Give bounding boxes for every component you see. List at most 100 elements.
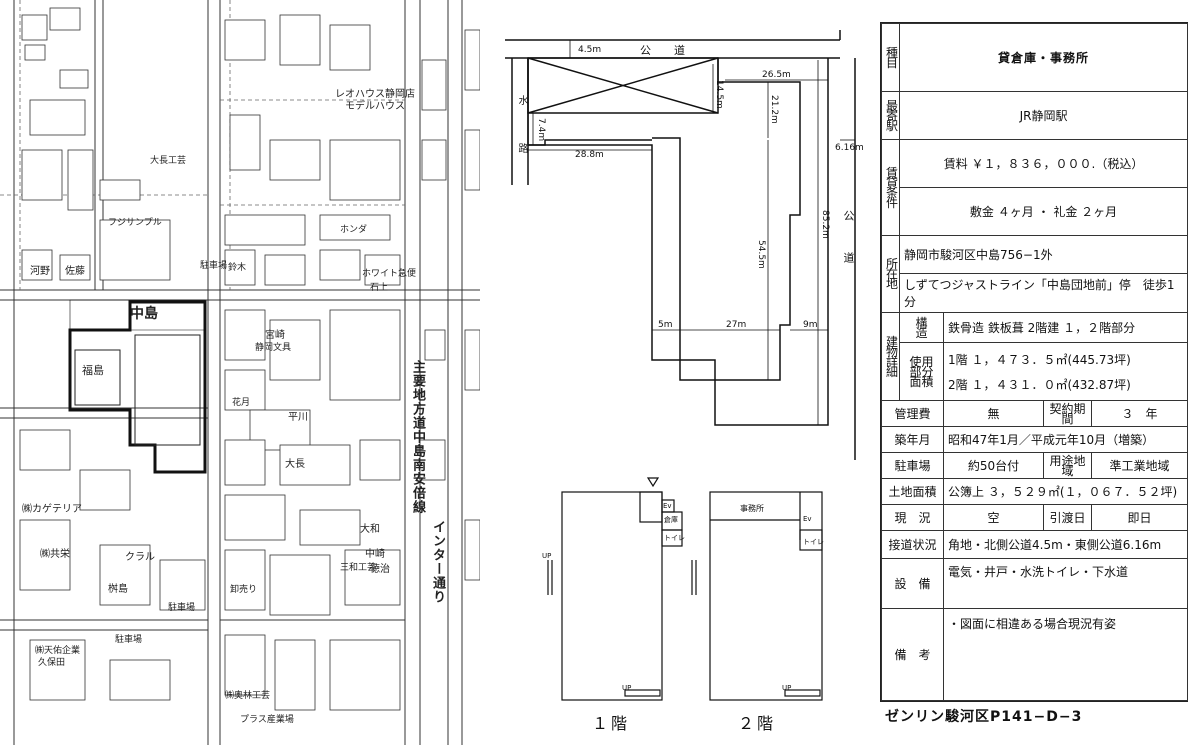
floor2-area: 2階 １，４３１．０㎡(432.87坪) [948,377,1131,392]
map-label-nakajima: 中島 [130,306,158,322]
floor2-up-label: UP [782,684,792,692]
floor2-label: ２階 [738,714,777,733]
dim-9: 9m [803,320,818,330]
facility-value: 電気・井戸・水洗トイレ・下水道 [942,558,1189,609]
plan-road-top: 公 道 [640,44,691,57]
map-label-miyazaki: 宮崎 [265,330,285,341]
handover-value: 即日 [1090,504,1189,531]
dim-85-2: 85.2m [820,210,830,239]
zoning-label: 用途地域 [1043,452,1092,479]
map-label-honda: ホンダ [340,225,368,235]
built-value: 昭和47年1月／平成元年10月（増築） [942,426,1189,453]
dim-7-4: 7.4m [536,118,546,142]
floor1-up-label: UP [542,552,552,560]
status-value: 空 [943,504,1044,531]
remarks-value: ・図面に相違ある場合現況有姿 [942,608,1189,701]
map-label-parking-1: 駐車場 [200,261,228,271]
dim-4-5: 4.5m [578,45,602,55]
floor1-stock-label: 倉庫 [664,516,678,524]
map-label-fujisanpuru: フジサンプル [108,218,162,228]
floor1-label: １階 [592,714,631,733]
map-label-main-road: 主要地方道中島南安倍線 [410,360,425,514]
map-label-shizuoka-bungu: 静岡文具 [255,343,292,353]
area-map: 中島 福島 レオハウス静岡店 モデルハウス 主要地方道中島南安倍線 インター通り… [0,0,480,745]
floor2-ev-label: Ev [803,515,812,523]
rent-value: 賃料 ￥１，８３６，０００.（税込） [898,139,1189,188]
mgmt-value: 無 [943,400,1044,427]
type-label: 種目 [881,23,900,92]
zoning-value: 準工業地域 [1090,452,1189,479]
land-label: 土地面積 [881,478,944,505]
area-values: 1階 １，４７３．５㎡(445.73坪) 2階 １，４３１．０㎡(432.87坪… [942,342,1189,401]
map-label-suzuki: 鈴木 [228,263,247,273]
floor1-area: 1階 １，４７３．５㎡(445.73坪) [948,352,1131,367]
dim-6-16: 6.16m [835,143,864,153]
floor2-office-label: 事務所 [740,504,764,513]
term-label: 契約期間 [1043,400,1092,427]
map-label-modelhouse: モデルハウス [345,101,405,112]
map-label-nakazaki: 中崎 [365,549,385,560]
map-label-sato: 佐藤 [65,266,85,277]
dim-14-5: 14.5m [714,80,724,109]
map-drawing [0,0,480,745]
land-value: 公簿上 ３，５２９㎡(１，０６７．５２坪) [942,478,1189,505]
status-label: 現 況 [881,504,944,531]
built-label: 築年月 [881,426,944,453]
map-label-tokuji: 徳治 [370,564,390,575]
dim-27: 27m [726,320,747,330]
map-label-kawano: 河野 [30,266,50,277]
map-label-ohashi-kogei: 大長工芸 [150,156,187,166]
plan-waterway: 水 路 [516,95,527,167]
dim-28-8: 28.8m [575,150,604,160]
area-sublabel: 使用部分面積 [899,342,944,401]
building-label: 建物詳細 [881,312,900,401]
map-label-fukushima: 福島 [82,364,104,377]
lease-label: 賃貸条件 [881,139,900,236]
map-label-kurea: クラル [125,552,155,563]
structure-value: 鉄骨造 鉄板葺 2階建 １，２階部分 [942,312,1189,343]
map-label-ishigami: 石上 [370,283,389,293]
map-label-masujima: 桝島 [108,584,128,595]
map-label-sanwa: 三和工芸 [340,563,377,573]
map-label-kyoei: ㈱共栄 [40,549,70,560]
structure-sublabel: 構 造 [899,312,944,343]
map-label-parking-3: 駐車場 [115,635,143,645]
remarks-label: 備 考 [881,608,944,701]
property-info-table: 種目 貸倉庫・事務所 最寄駅 JR静岡駅 賃貸条件 賃料 ￥１，８３６，０００.… [880,22,1189,702]
map-label-parking-2: 駐車場 [168,603,196,613]
map-reference: ゼンリン駿河区P141−D−3 [885,709,1083,725]
map-label-white-kyubin: ホワイト急便 [362,269,417,279]
map-label-wholesale: 卸売り [230,585,258,595]
road-label: 接道状況 [881,530,944,559]
access-value: しずてつジャストライン「中島団地前」停 徒歩1分 [898,273,1189,313]
nearest-station: JR静岡駅 [898,91,1189,140]
dim-54-5: 54.5m [756,240,766,269]
floor-1-plan [547,477,683,701]
map-label-okubayashi: ㈱奥林工芸 [225,691,271,701]
dim-5: 5m [658,320,673,330]
map-label-tenyu: ㈱天佑企業 [35,646,81,656]
property-type: 貸倉庫・事務所 [898,23,1189,92]
dim-26-5: 26.5m [762,70,791,80]
handover-label: 引渡日 [1043,504,1092,531]
facility-label: 設 備 [881,558,944,609]
dim-21-2: 21.2m [769,95,779,124]
map-label-plus: プラス産業場 [240,715,294,725]
map-label-kagetaria: ㈱カゲテリア [22,504,82,515]
term-value: ３ 年 [1090,400,1189,427]
map-label-daiwa: 大和 [360,524,380,535]
parking-label: 駐車場 [881,452,944,479]
map-label-leohouse: レオハウス静岡店 [335,89,415,100]
plan-road-right: 公 道 [842,210,855,273]
map-label-kagetsu: 花月 [232,398,251,408]
site-plan-drawing [505,30,856,701]
map-label-hiragawa: 平川 [288,412,308,423]
location-label: 所在地 [881,235,900,313]
site-plan: 公 道 公 道 水 路 4.5m 14.5m 26.5m 21.2m 7.4m … [500,0,875,745]
map-label-ocho: 大長 [285,459,305,470]
floor1-up2-label: UP [622,684,632,692]
parking-value: 約50台付 [943,452,1044,479]
mgmt-label: 管理費 [881,400,944,427]
station-label: 最寄駅 [881,91,900,140]
map-label-kubota: 久保田 [38,658,66,668]
